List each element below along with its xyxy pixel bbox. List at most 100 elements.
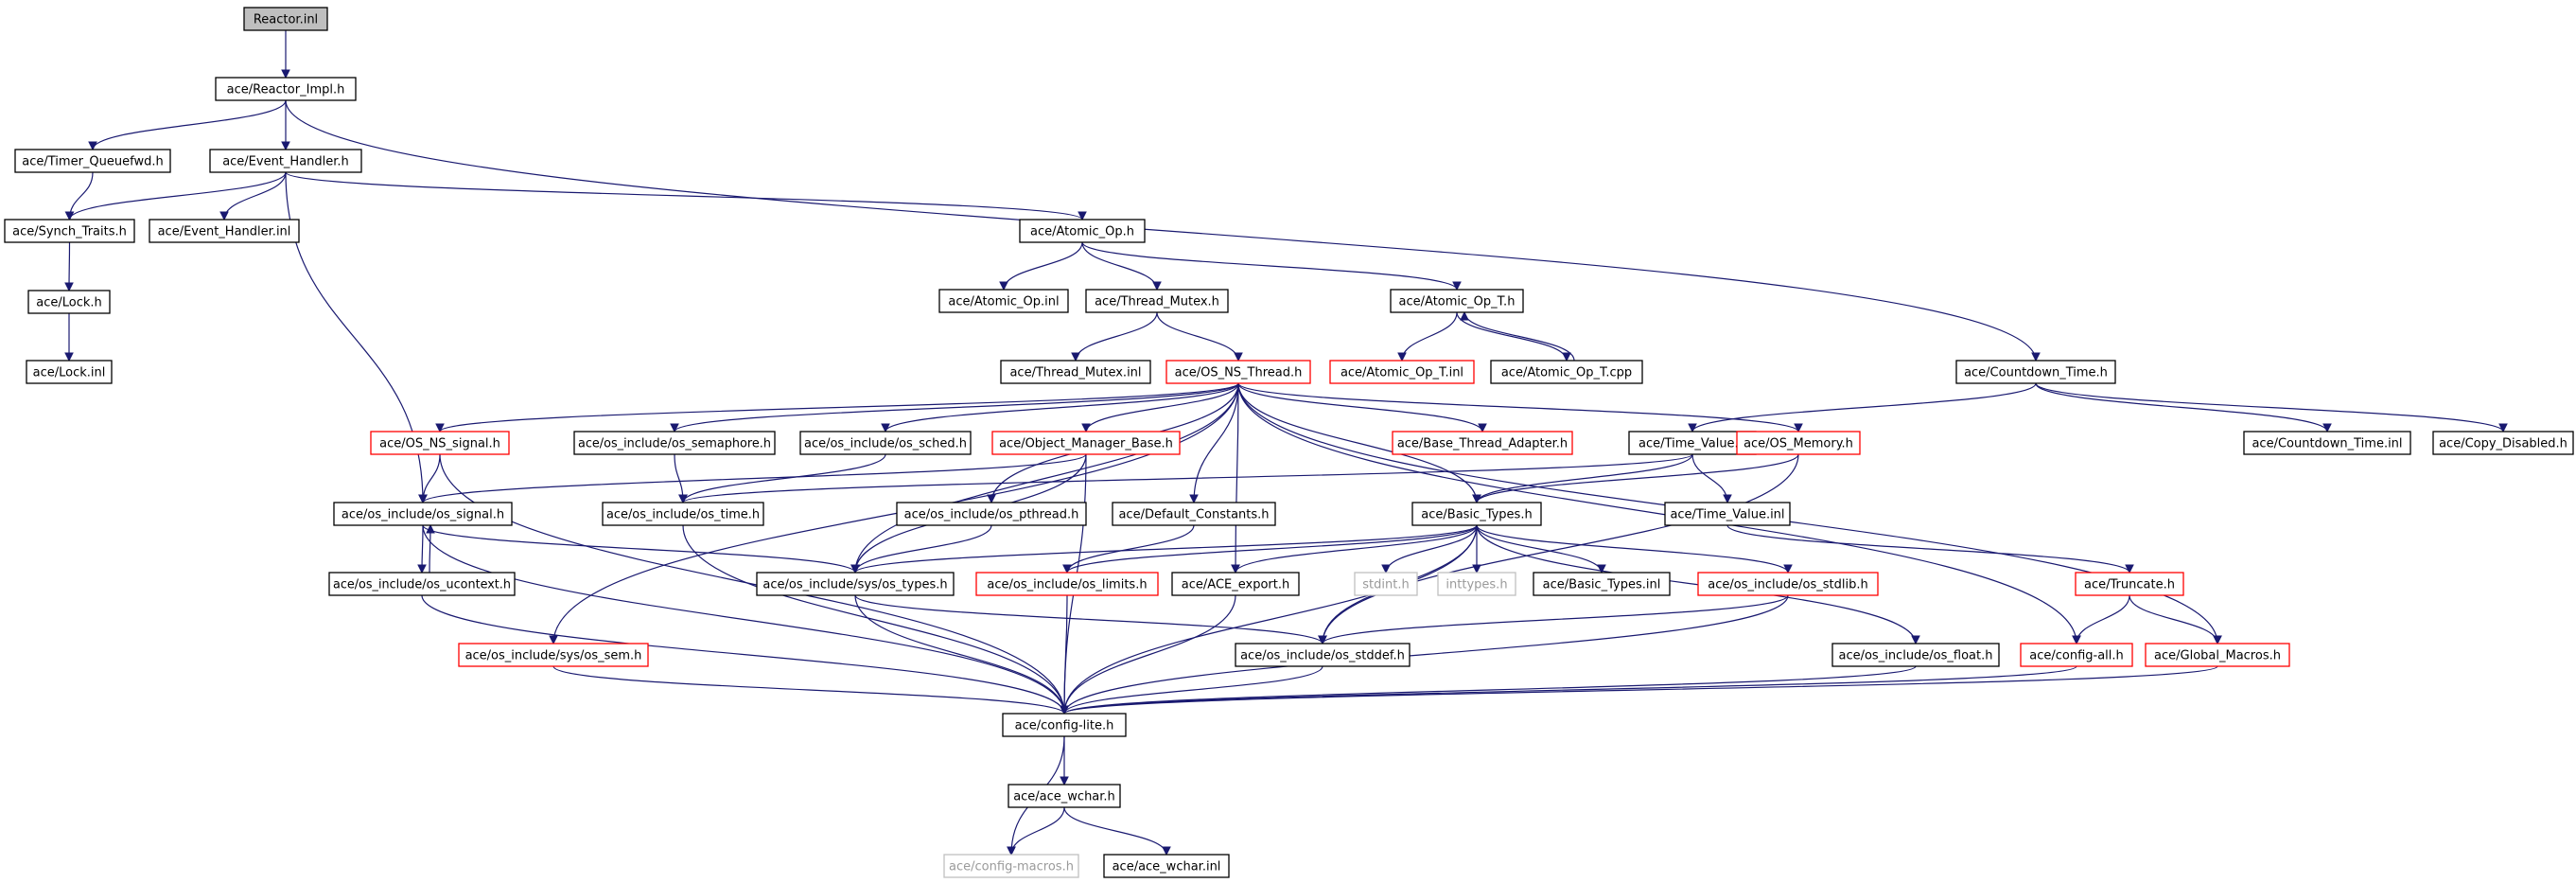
node-label: ace/Atomic_Op_T.h bbox=[1399, 295, 1516, 309]
node-label: ace/ace_wchar.inl bbox=[1113, 860, 1221, 874]
node-os-sched[interactable]: ace/os_include/os_sched.h bbox=[799, 431, 972, 455]
node-atomic-op-t-inl[interactable]: ace/Atomic_Op_T.inl bbox=[1329, 360, 1475, 384]
edge-arrowhead bbox=[678, 494, 688, 504]
node-config-macros: ace/config-macros.h bbox=[943, 854, 1079, 878]
node-reactor-impl[interactable]: ace/Reactor_Impl.h bbox=[215, 77, 357, 101]
node-label: ace/os_include/os_stddef.h bbox=[1240, 649, 1405, 663]
node-global-macros[interactable]: ace/Global_Macros.h bbox=[2145, 643, 2290, 667]
node-os-pthread[interactable]: ace/os_include/os_pthread.h bbox=[896, 502, 1087, 526]
edge-arrowhead bbox=[281, 69, 290, 79]
node-label: ace/Basic_Types.inl bbox=[1543, 578, 1661, 592]
node-label: ace/Thread_Mutex.h bbox=[1095, 295, 1219, 309]
edge-arrowhead bbox=[2031, 352, 2041, 362]
node-config-lite[interactable]: ace/config-lite.h bbox=[1002, 713, 1127, 737]
edge-os_ns_thread-to-ace_export bbox=[1231, 382, 1240, 574]
edge-arrowhead bbox=[1478, 423, 1487, 433]
edge-os_ns_thread-to-object_manager_base bbox=[1081, 382, 1239, 433]
edge-os_limits-to-config_lite bbox=[1060, 594, 1069, 715]
node-basic-types-inl[interactable]: ace/Basic_Types.inl bbox=[1533, 572, 1671, 596]
edge-arrowhead bbox=[64, 211, 75, 221]
node-event-handler[interactable]: ace/Event_Handler.h bbox=[209, 149, 362, 173]
node-os-limits[interactable]: ace/os_include/os_limits.h bbox=[975, 572, 1159, 596]
node-lock-inl[interactable]: ace/Lock.inl bbox=[26, 360, 113, 384]
edge-synch_traits-to-lock_h bbox=[64, 241, 74, 292]
node-label: ace/Thread_Mutex.inl bbox=[1009, 366, 1141, 380]
node-atomic-op-t[interactable]: ace/Atomic_Op_T.h bbox=[1390, 289, 1524, 313]
node-box bbox=[2075, 572, 2184, 596]
node-box bbox=[1411, 502, 1542, 526]
node-object-manager-base[interactable]: ace/Object_Manager_Base.h bbox=[991, 431, 1181, 455]
node-basic-types[interactable]: ace/Basic_Types.h bbox=[1411, 502, 1542, 526]
node-ace-export[interactable]: ace/ACE_export.h bbox=[1171, 572, 1300, 596]
node-lock-h[interactable]: ace/Lock.h bbox=[27, 290, 111, 314]
edge-basic_types-to-sys_types bbox=[850, 524, 1478, 574]
node-os-float[interactable]: ace/os_include/os_float.h bbox=[1831, 643, 2000, 667]
node-box bbox=[1103, 854, 1230, 878]
node-box bbox=[896, 502, 1087, 526]
node-box bbox=[1000, 360, 1151, 384]
edge-object_manager_base-to-os_signal bbox=[418, 453, 1087, 504]
node-box bbox=[1002, 713, 1127, 737]
edge-arrowhead bbox=[1007, 846, 1016, 857]
node-label: ace/os_include/os_float.h bbox=[1838, 649, 1992, 663]
edge-arrowhead bbox=[1234, 352, 1243, 362]
edge-os_sched-to-os_time bbox=[678, 453, 886, 504]
node-box bbox=[1392, 431, 1573, 455]
edge-arrowhead bbox=[1071, 352, 1080, 362]
node-box bbox=[938, 289, 1069, 313]
node-label: ace/Countdown_Time.inl bbox=[2252, 437, 2402, 451]
edge-arrowhead bbox=[670, 423, 679, 433]
node-os-stdlib[interactable]: ace/os_include/os_stdlib.h bbox=[1697, 572, 1879, 596]
node-synch-traits[interactable]: ace/Synch_Traits.h bbox=[4, 219, 135, 243]
node-sys-os-sem[interactable]: ace/os_include/sys/os_sem.h bbox=[458, 643, 649, 667]
node-sys-types[interactable]: ace/os_include/sys/os_types.h bbox=[756, 572, 955, 596]
node-os-ns-signal[interactable]: ace/OS_NS_signal.h bbox=[370, 431, 510, 455]
edge-os_ns_thread-to-os_ns_signal bbox=[435, 382, 1239, 433]
edge-arrowhead bbox=[219, 211, 229, 221]
node-timer-queuefwd[interactable]: ace/Timer_Queuefwd.h bbox=[14, 149, 171, 173]
edge-arrowhead bbox=[1381, 564, 1391, 574]
node-truncate[interactable]: ace/Truncate.h bbox=[2075, 572, 2184, 596]
node-thread-mutex[interactable]: ace/Thread_Mutex.h bbox=[1085, 289, 1229, 313]
node-base-thread-adapter[interactable]: ace/Base_Thread_Adapter.h bbox=[1392, 431, 1573, 455]
edge-event_handler-to-atomic_op bbox=[285, 171, 1087, 221]
edge-arrowhead bbox=[64, 352, 74, 362]
node-box bbox=[370, 431, 510, 455]
edge-atomic_op-to-thread_mutex bbox=[1081, 241, 1162, 291]
edge-time_value-to-os_time bbox=[678, 453, 1693, 504]
node-label: ace/os_include/os_pthread.h bbox=[904, 508, 1079, 522]
node-box bbox=[1955, 360, 2116, 384]
node-os-ns-thread[interactable]: ace/OS_NS_Thread.h bbox=[1165, 360, 1311, 384]
node-atomic-op-inl[interactable]: ace/Atomic_Op.inl bbox=[938, 289, 1069, 313]
node-countdown-time[interactable]: ace/Countdown_Time.h bbox=[1955, 360, 2116, 384]
edge-arrowhead bbox=[1783, 564, 1793, 574]
node-ace-wchar[interactable]: ace/ace_wchar.h bbox=[1008, 784, 1121, 808]
edge-os_ns_thread-to-sys_os_sem bbox=[549, 382, 1239, 645]
node-countdown-time-inl[interactable]: ace/Countdown_Time.inl bbox=[2243, 431, 2411, 455]
node-os-stddef[interactable]: ace/os_include/os_stddef.h bbox=[1235, 643, 1411, 667]
node-os-signal[interactable]: ace/os_include/os_signal.h bbox=[333, 502, 513, 526]
node-thread-mutex-inl[interactable]: ace/Thread_Mutex.inl bbox=[1000, 360, 1151, 384]
node-config-all[interactable]: ace/config-all.h bbox=[2020, 643, 2133, 667]
node-time-value[interactable]: ace/Time_Value.h bbox=[1628, 431, 1757, 455]
node-box bbox=[243, 7, 328, 31]
node-event-handler-inl[interactable]: ace/Event_Handler.inl bbox=[149, 219, 300, 243]
node-default-constants[interactable]: ace/Default_Constants.h bbox=[1112, 502, 1276, 526]
node-label: ace/Basic_Types.h bbox=[1421, 508, 1532, 522]
node-os-ucontext[interactable]: ace/os_include/os_ucontext.h bbox=[328, 572, 516, 596]
node-os-time[interactable]: ace/os_include/os_time.h bbox=[602, 502, 764, 526]
node-atomic-op-t-cpp[interactable]: ace/Atomic_Op_T.cpp bbox=[1490, 360, 1643, 384]
node-ace-wchar-inl[interactable]: ace/ace_wchar.inl bbox=[1103, 854, 1230, 878]
node-label: ace/Atomic_Op_T.cpp bbox=[1501, 366, 1632, 380]
node-atomic-op[interactable]: ace/Atomic_Op.h bbox=[1019, 219, 1146, 243]
node-label: ace/Lock.h bbox=[36, 296, 102, 310]
node-time-value-inl[interactable]: ace/Time_Value.inl bbox=[1664, 502, 1791, 526]
node-os-semaphore[interactable]: ace/os_include/os_semaphore.h bbox=[573, 431, 776, 455]
edge-basic_types-to-basic_types_inl bbox=[1476, 524, 1606, 574]
node-label: ace/Atomic_Op_T.inl bbox=[1341, 366, 1463, 380]
node-copy-disabled[interactable]: ace/Copy_Disabled.h bbox=[2432, 431, 2574, 455]
edge-os_ns_thread-to-os_semaphore bbox=[670, 382, 1239, 433]
node-os-memory[interactable]: ace/OS_Memory.h bbox=[1736, 431, 1861, 455]
node-box bbox=[991, 431, 1181, 455]
